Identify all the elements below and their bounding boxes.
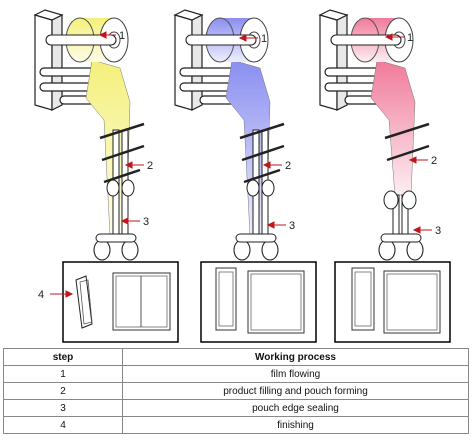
- step-number: 4: [3, 416, 123, 434]
- packaging-process-diagram: 1 2 3 1 2 3 1 2 3 4: [33, 9, 451, 343]
- table-row: 3 pouch edge sealing: [3, 399, 469, 417]
- machine-1: [33, 9, 145, 261]
- callout-4: 4: [38, 289, 44, 301]
- steps-table: step Working process 1 film flowing 2 pr…: [3, 348, 469, 434]
- step-number: 2: [3, 382, 123, 400]
- callout-3-m3: 3: [435, 225, 441, 237]
- callout-arrows: [50, 31, 432, 298]
- callout-2-m1: 2: [147, 160, 153, 172]
- callout-labels: 1 2 3 1 2 3 1 2 3 4: [38, 30, 441, 301]
- callout-2-m3: 2: [431, 155, 437, 167]
- table-row: 1 film flowing: [3, 365, 469, 383]
- machine-2: [173, 9, 285, 261]
- table-header-row: step Working process: [3, 348, 469, 366]
- callout-3-m2: 3: [289, 220, 295, 232]
- machine-3: [318, 9, 430, 261]
- table-row: 4 finishing: [3, 416, 469, 434]
- pouch-box-1: [62, 261, 179, 343]
- step-number: 3: [3, 399, 123, 417]
- pouch-box-2: [200, 261, 317, 343]
- step-process: finishing: [122, 416, 469, 434]
- callout-2-m2: 2: [285, 160, 291, 172]
- step-process: pouch edge sealing: [122, 399, 469, 417]
- header-step: step: [3, 348, 123, 366]
- step-process: film flowing: [122, 365, 469, 383]
- step-process: product filling and pouch forming: [122, 382, 469, 400]
- step-number: 1: [3, 365, 123, 383]
- table-row: 2 product filling and pouch forming: [3, 382, 469, 400]
- callout-1-m3: 1: [407, 32, 413, 44]
- callout-1-m2: 1: [261, 33, 267, 45]
- pouch-box-3: [334, 261, 451, 343]
- callout-3-m1: 3: [143, 216, 149, 228]
- callout-1-m1: 1: [119, 30, 125, 42]
- header-process: Working process: [122, 348, 469, 366]
